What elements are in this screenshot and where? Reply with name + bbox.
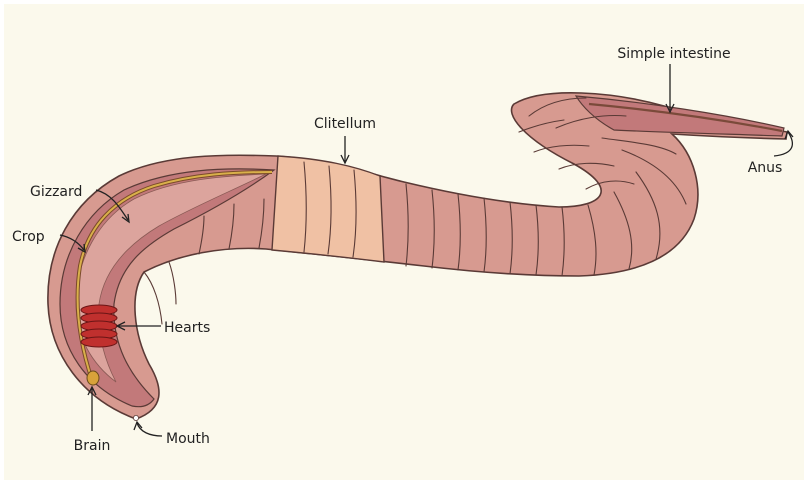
mouth-opening [133, 415, 138, 420]
label-clitellum: Clitellum [314, 116, 376, 132]
label-hearts: Hearts [164, 320, 210, 336]
label-simple-intestine: Simple intestine [617, 46, 730, 62]
label-mouth: Mouth [166, 431, 210, 447]
diagram-canvas: Simple intestine Clitellum Anus Gizzard … [4, 4, 804, 480]
label-brain: Brain [74, 438, 111, 454]
clitellum-band [272, 156, 384, 262]
label-anus: Anus [748, 160, 783, 176]
label-gizzard: Gizzard [30, 184, 82, 200]
earthworm-diagram: Simple intestine Clitellum Anus Gizzard … [4, 4, 804, 480]
hearts-organ [81, 305, 117, 347]
brain-organ [87, 371, 99, 385]
label-crop: Crop [12, 229, 45, 245]
